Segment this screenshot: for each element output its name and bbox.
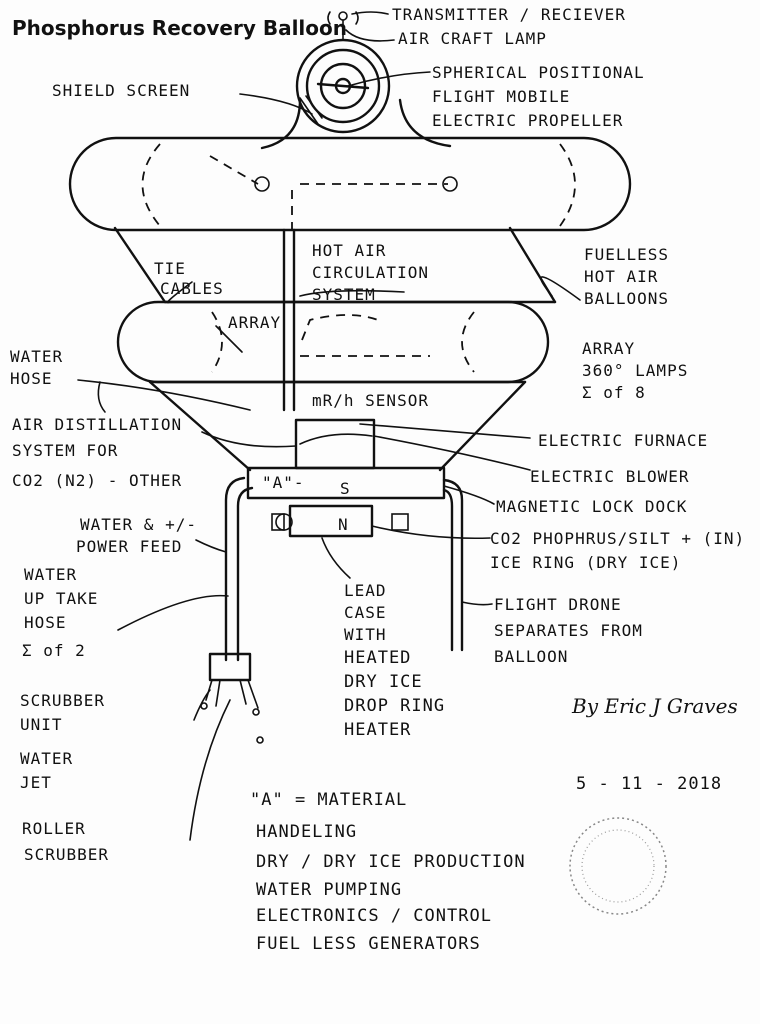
- marker-n: N: [338, 515, 349, 534]
- label-fuelless-1: FUELLESS: [584, 245, 670, 264]
- label-propeller-1: SPHERICAL POSITIONAL: [432, 63, 645, 82]
- label-aircraft-lamp: AIR CRAFT LAMP: [398, 29, 547, 48]
- label-array-lamps-1: ARRAY: [582, 339, 636, 358]
- marker-s: S: [340, 479, 351, 498]
- legend-item: DRY / DRY ICE PRODUCTION: [256, 852, 526, 872]
- label-roller-scrubber-2: SCRUBBER: [24, 845, 110, 864]
- label-lead-case-3: WITH: [344, 625, 387, 644]
- label-water-uptake-1: WATER: [24, 565, 78, 584]
- label-fuelless-3: BALLOONS: [584, 289, 670, 308]
- label-hot-air-1: HOT AIR: [312, 241, 387, 260]
- label-hot-air-3: SYSTEM: [312, 285, 376, 304]
- label-propeller-2: FLIGHT MOBILE: [432, 87, 571, 106]
- label-tie-cables-1: TIE: [154, 259, 186, 278]
- signature: By Eric J Graves: [572, 694, 738, 718]
- label-hot-air-2: CIRCULATION: [312, 263, 429, 282]
- label-air-distillation-3: CO2 (N2) - OTHER: [12, 471, 183, 490]
- marker-a: "A"-: [262, 473, 305, 492]
- label-lead-case-1: LEAD: [344, 581, 387, 600]
- label-flight-drone-2: SEPARATES FROM: [494, 621, 643, 640]
- label-lead-case-7: HEATER: [344, 720, 412, 740]
- label-lead-case-4: HEATED: [344, 648, 412, 668]
- label-roller-scrubber-1: ROLLER: [22, 819, 86, 838]
- label-propeller-3: ELECTRIC PROPELLER: [432, 111, 624, 130]
- label-co2-ring-2: ICE RING (DRY ICE): [490, 553, 682, 572]
- legend-item: ELECTRONICS / CONTROL: [256, 906, 492, 926]
- scrubber-unit: [200, 652, 264, 744]
- label-transmitter: TRANSMITTER / RECIEVER: [392, 5, 626, 24]
- label-water-uptake-3: HOSE: [24, 613, 67, 632]
- legend-item: HANDELING: [256, 822, 358, 842]
- label-shield-screen: SHIELD SCREEN: [52, 81, 191, 100]
- top-balloon-ring: [68, 136, 632, 232]
- label-water-hose-2: HOSE: [10, 369, 53, 388]
- diagram-title: Phosphorus Recovery Balloon: [12, 16, 347, 40]
- drawing-date: 5 - 11 - 2018: [576, 774, 723, 794]
- label-flight-drone-3: BALLOON: [494, 647, 569, 666]
- label-fuelless-2: HOT AIR: [584, 267, 659, 286]
- equipment-package: [246, 418, 446, 538]
- label-magnetic-lock: MAGNETIC LOCK DOCK: [496, 497, 688, 516]
- label-flight-drone-1: FLIGHT DRONE: [494, 595, 622, 614]
- label-water-uptake-4: Σ of 2: [22, 641, 86, 660]
- label-array-inner: ARRAY: [228, 313, 282, 332]
- label-water-jet-2: JET: [20, 773, 52, 792]
- label-air-distillation-1: AIR DISTILLATION: [12, 415, 183, 434]
- legend-item: WATER PUMPING: [256, 880, 403, 900]
- legend-heading: "A" = MATERIAL: [250, 790, 408, 810]
- label-lead-case-6: DROP RING: [344, 696, 446, 716]
- label-scrubber-unit-1: SCRUBBER: [20, 691, 106, 710]
- label-tie-cables-2: CABLES: [160, 279, 224, 298]
- label-electric-blower: ELECTRIC BLOWER: [530, 467, 690, 486]
- label-electric-furnace: ELECTRIC FURNACE: [538, 431, 709, 450]
- label-water-uptake-2: UP TAKE: [24, 589, 99, 608]
- label-sensor: mR/h SENSOR: [312, 391, 429, 410]
- label-scrubber-unit-2: UNIT: [20, 715, 63, 734]
- legend-item: FUEL LESS GENERATORS: [256, 934, 481, 954]
- label-water-power-1: WATER & +/-: [80, 515, 197, 534]
- label-array-lamps-3: Σ of 8: [582, 383, 646, 402]
- label-array-lamps-2: 360° LAMPS: [582, 361, 689, 380]
- label-water-power-2: POWER FEED: [76, 537, 183, 556]
- leader-lines: [77, 11, 581, 841]
- label-co2-ring-1: CO2 PHOPHRUS/SILT + (IN): [490, 529, 746, 548]
- label-lead-case-5: DRY ICE: [344, 672, 423, 692]
- label-air-distillation-2: SYSTEM FOR: [12, 441, 119, 460]
- label-water-hose-1: WATER: [10, 347, 64, 366]
- label-water-jet-1: WATER: [20, 749, 74, 768]
- lower-cone: [148, 380, 527, 472]
- ink-stamp: [569, 817, 667, 915]
- label-lead-case-2: CASE: [344, 603, 387, 622]
- hoses: [224, 476, 464, 662]
